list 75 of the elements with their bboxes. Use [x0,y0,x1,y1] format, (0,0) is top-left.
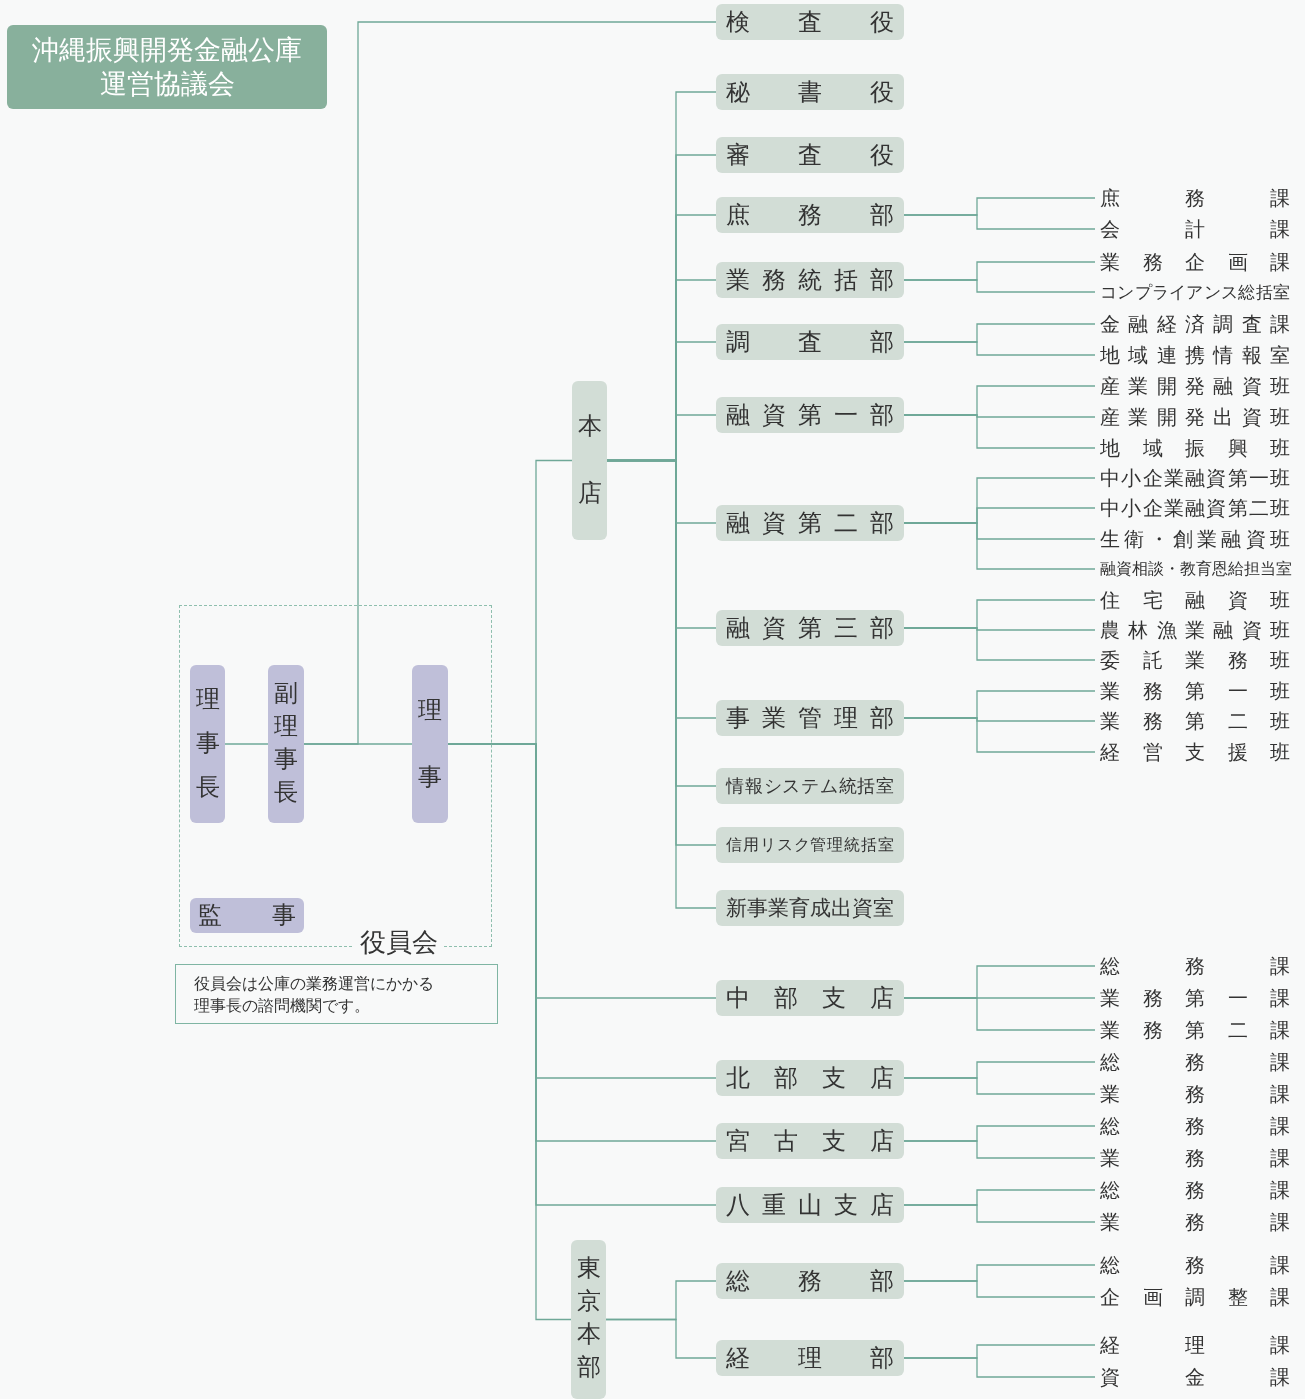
section-label: 経理課 [1095,1331,1290,1359]
section-label: 企画調整課 [1095,1283,1290,1311]
connector-line [903,717,1096,753]
section-label: 地域振興班 [1095,434,1290,462]
section-label: 総務課 [1095,1112,1290,1140]
officer-box: 理事 [412,665,448,823]
department-box: 中部支店 [716,980,904,1016]
section-label: 総務課 [1095,1251,1290,1279]
section-label: 産業開発融資班 [1095,372,1290,400]
officer-box: 監事 [190,898,304,933]
section-label: 融資相談・教育恩給担当室 [1095,555,1290,583]
department-box: 業務統括部 [716,262,904,298]
connector-line [903,1140,1096,1159]
section-label: 金融経済調査課 [1095,310,1290,338]
department-box: 宮古支店 [716,1123,904,1159]
section-label: 中小企業融資第一班 [1095,464,1290,492]
section-label: 庶務課 [1095,184,1290,212]
department-box: 北部支店 [716,1060,904,1096]
section-label: 業務第二班 [1095,707,1290,735]
section-label: 産業開発出資班 [1095,403,1290,431]
connector-line [903,627,1096,661]
department-box: 八重山支店 [716,1187,904,1223]
section-label: 会計課 [1095,215,1290,243]
section-label: 業務課 [1095,1144,1290,1172]
connector-line [903,341,1096,356]
department-box: 融資第三部 [716,610,904,646]
department-box: 融資第一部 [716,397,904,433]
section-label: 資金課 [1095,1363,1290,1391]
connector-line [303,21,717,745]
officer-box: 東京本部 [571,1240,606,1399]
connector-line [224,743,269,745]
section-label: 生衛・創業融資班 [1095,525,1290,553]
department-box: 庶務部 [716,197,904,233]
department-box: 融資第二部 [716,505,904,541]
connector-line [903,414,1096,449]
connector-line [605,1318,717,1359]
department-box: 検査役 [716,4,904,40]
section-label: 農林漁業融資班 [1095,616,1290,644]
connector-line [903,1280,1096,1298]
connector-line [903,1077,1096,1095]
officer-box: 理事長 [190,665,225,823]
section-label: コンプライアンス総括室 [1095,278,1290,306]
department-box: 総務部 [716,1263,904,1299]
connector-line [903,279,1096,293]
department-box: 情報システム統括室 [716,768,904,804]
section-label: 経営支援班 [1095,738,1290,766]
department-box: 信用リスク管理統括室 [716,827,904,863]
connector-line [903,1357,1096,1378]
connector-line [903,522,1096,570]
department-box: 審査役 [716,137,904,173]
department-box: 経理部 [716,1340,904,1376]
department-box: 新事業育成出資室 [716,890,904,926]
section-label: 業務第一班 [1095,677,1290,705]
department-box: 秘書役 [716,74,904,110]
section-label: 委託業務班 [1095,646,1290,674]
section-label: 業務第一課 [1095,984,1290,1012]
officer-box: 本店 [572,381,607,540]
connector-line [903,997,1096,1031]
note-box: 役員会は公庫の業務運営にかかる理事長の諮問機関です。 [175,964,498,1024]
connector-line [903,214,1096,230]
officer-box: 副理事長 [268,665,304,823]
section-label: 総務課 [1095,1176,1290,1204]
connector-line [903,1204,1096,1223]
department-box: 事業管理部 [716,700,904,736]
department-box: 調査部 [716,324,904,360]
section-label: 総務課 [1095,1048,1290,1076]
section-label: 住宅融資班 [1095,586,1290,614]
section-label: 総務課 [1095,952,1290,980]
section-label: 業務課 [1095,1080,1290,1108]
section-label: 中小企業融資第二班 [1095,494,1290,522]
council-box: 沖縄振興開発金融公庫運営協議会 [7,25,327,109]
section-label: 地域連携情報室 [1095,341,1290,369]
section-label: 業務課 [1095,1208,1290,1236]
section-label: 業務第二課 [1095,1016,1290,1044]
section-label: 業務企画課 [1095,248,1290,276]
